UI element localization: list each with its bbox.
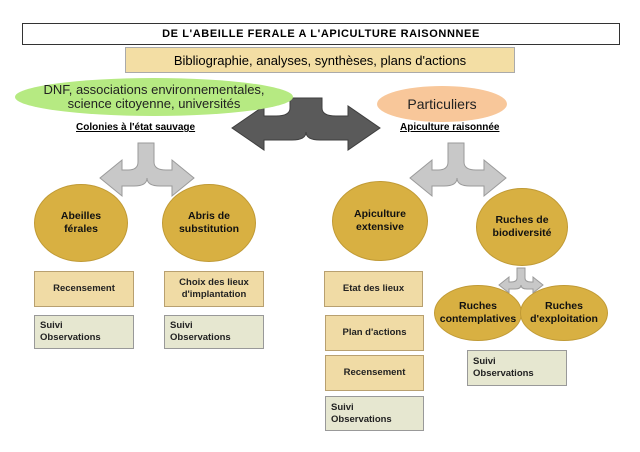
- monitoring-label: Suivi: [40, 320, 63, 331]
- action-plan-box: Plan d'actions: [325, 315, 424, 351]
- site-selection-line1: Choix des lieux: [179, 277, 249, 288]
- extensive-apiculture-line2: extensive: [356, 221, 404, 233]
- contemplative-hives-line2: contemplatives: [439, 313, 517, 325]
- observations-label: Observations: [170, 332, 231, 343]
- site-selection-line2: d'implantation: [181, 289, 247, 300]
- monitoring-label: Suivi: [473, 356, 496, 367]
- substitute-shelters-line1: Abris de: [187, 210, 230, 222]
- substitute-shelters-line2: substitution: [178, 223, 240, 235]
- observations-label: Observations: [473, 368, 534, 379]
- small-split-arrow: [498, 267, 544, 295]
- feral-bees-line2: férales: [64, 223, 98, 235]
- institutions-line1: DNF, associations environnementales,: [43, 82, 265, 97]
- page-title: DE L'ABEILLE FERALE A L'APICULTURE RAISO…: [22, 23, 620, 45]
- production-hives-line2: d'exploitation: [530, 313, 598, 325]
- production-hives-line1: Ruches: [545, 300, 583, 312]
- institutions-line2: science citoyenne, universités: [67, 96, 241, 111]
- main-split-arrow: [231, 97, 381, 151]
- biodiversity-hives-line1: Ruches de: [495, 214, 549, 226]
- left-split-arrow: [99, 142, 195, 198]
- wild-colonies-label: Colonies à l'état sauvage: [76, 122, 196, 133]
- monitoring-label: Suivi: [331, 401, 354, 413]
- contemplative-hives-line1: Ruches: [459, 300, 497, 312]
- right-split-arrow: [409, 142, 507, 198]
- monitoring-label: Suivi: [170, 320, 193, 331]
- reasoned-apiculture-label: Apiculture raisonnée: [400, 122, 500, 133]
- inventory-box: Etat des lieux: [324, 271, 423, 307]
- observations-label: Observations: [331, 413, 392, 425]
- biodiversity-hives-line2: biodiversité: [492, 227, 552, 239]
- feral-bees-line1: Abeilles: [60, 210, 102, 222]
- census-box-extensive: Recensement: [325, 355, 424, 391]
- particuliers-ellipse: Particuliers: [377, 86, 507, 122]
- census-box-wild: Recensement: [34, 271, 134, 307]
- extensive-apiculture-line1: Apiculture: [354, 208, 406, 220]
- institutions-ellipse: DNF, associations environnementales, sci…: [15, 78, 293, 116]
- research-banner: Bibliographie, analyses, synthèses, plan…: [125, 47, 515, 73]
- observations-label: Observations: [40, 332, 101, 343]
